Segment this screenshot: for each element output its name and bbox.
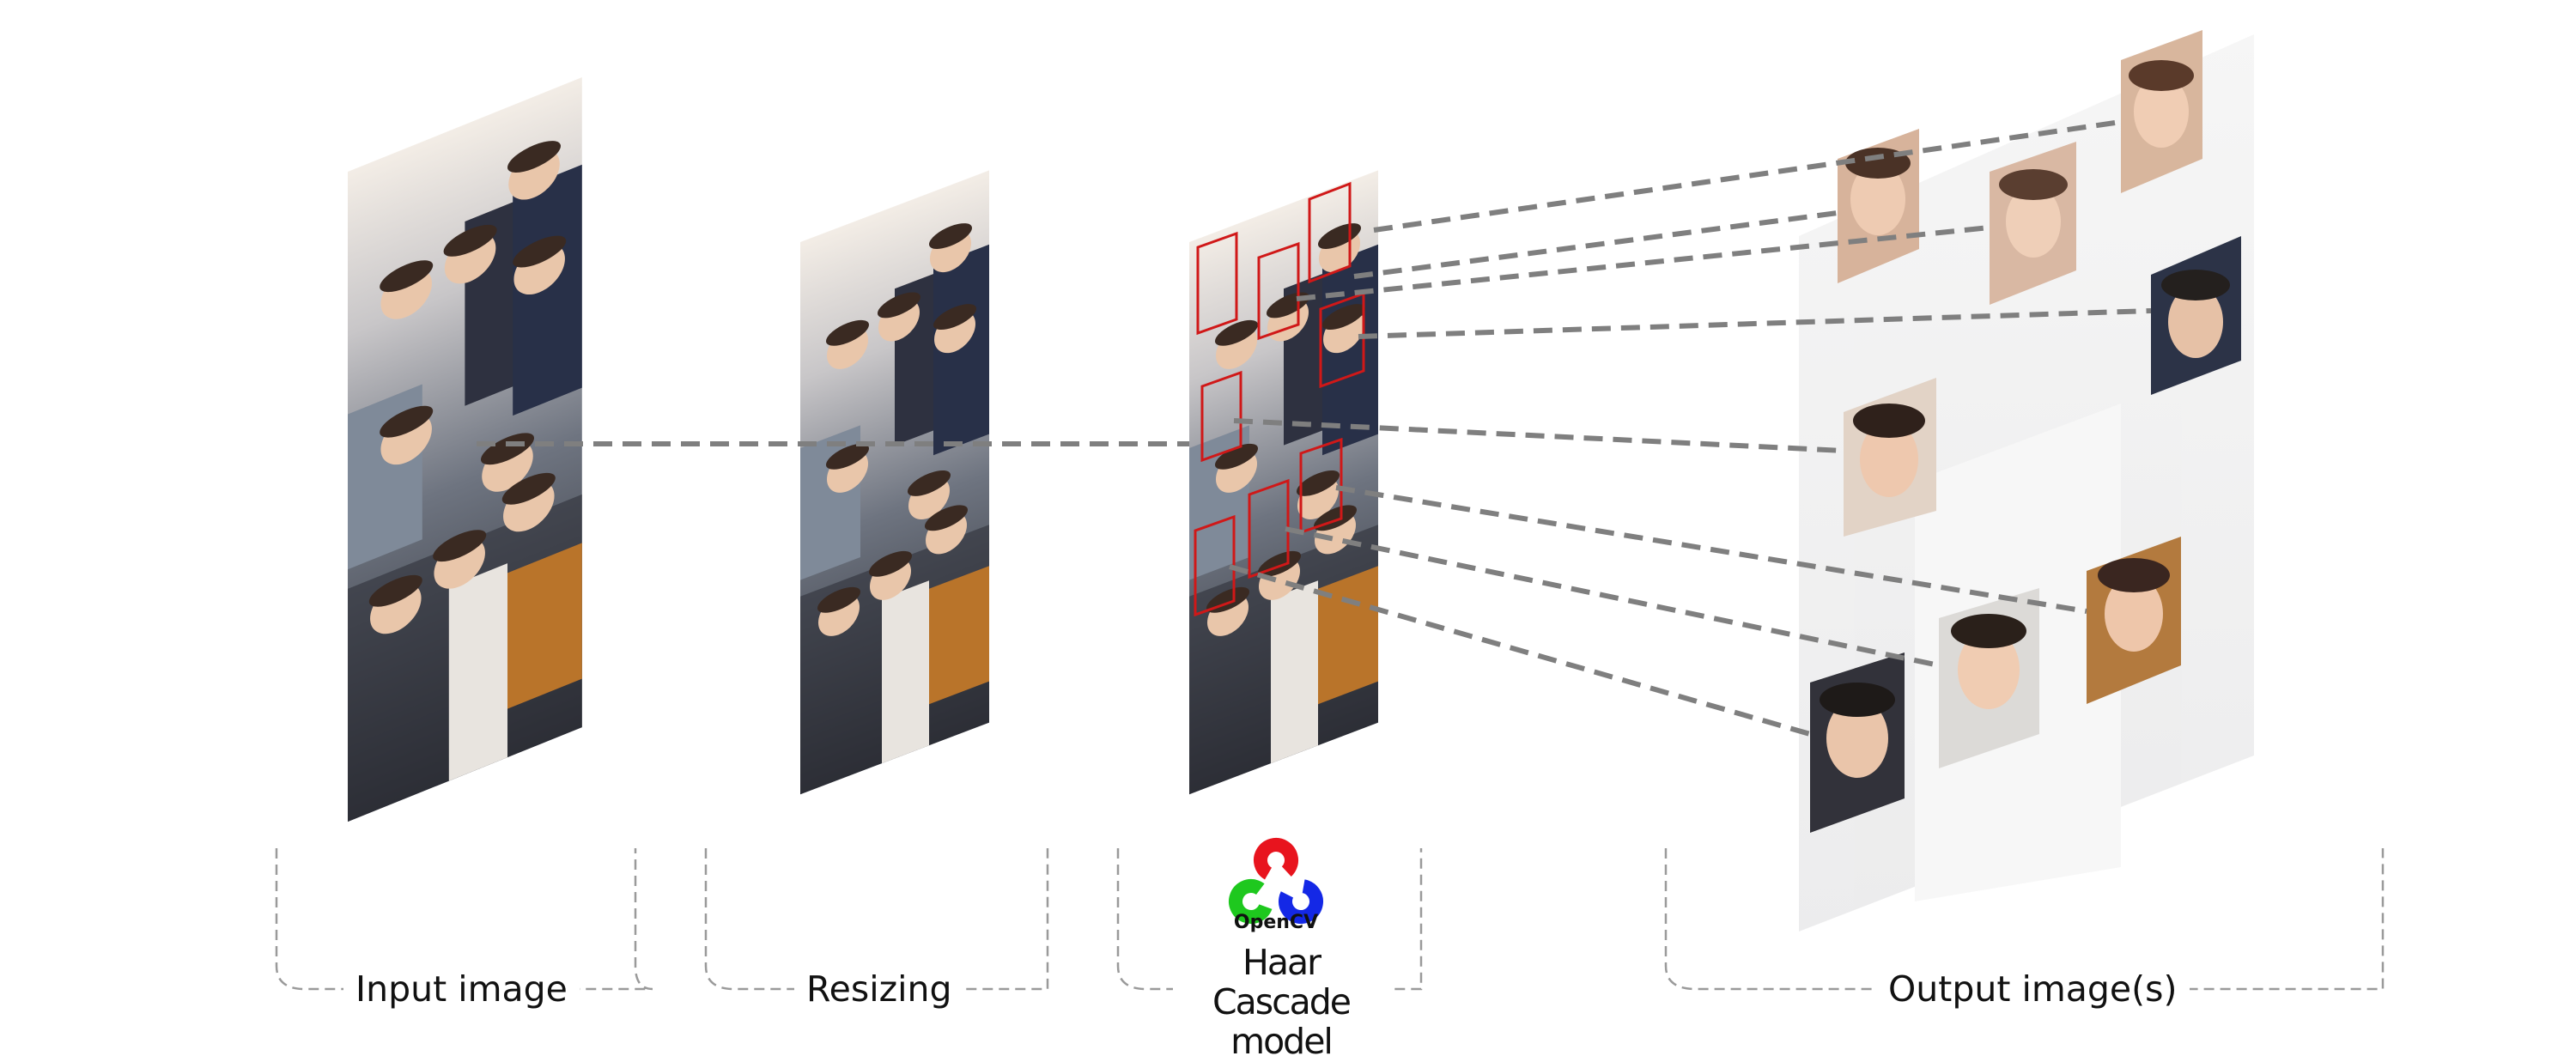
face-crop [1990, 142, 2076, 305]
connector-lines [477, 119, 2152, 737]
face-crop [1810, 652, 1905, 833]
opencv-logo-icon [1229, 838, 1323, 924]
stage-label-input-image: Input image [343, 968, 580, 1010]
face-crop [2121, 30, 2202, 193]
stage-label-resizing: Resizing [794, 968, 964, 1010]
face-crop [2151, 236, 2241, 395]
resized-image-photo [800, 170, 989, 795]
input-image-photo [348, 77, 582, 822]
face-crop [1838, 129, 1919, 283]
stage-label-haar-cascade-model: Haar Cascade model [1173, 943, 1389, 1061]
face-crop [1844, 378, 1936, 537]
face-crop [2087, 537, 2181, 704]
output-face-crops [1810, 30, 2241, 833]
face-crop [1939, 588, 2039, 768]
stage-label-output-images: Output image(s) [1876, 968, 2190, 1010]
opencv-logo-text: OpenCV [1233, 912, 1319, 933]
pipeline-diagram [275, 30, 2385, 991]
face-detection-boxes [1194, 181, 1365, 617]
